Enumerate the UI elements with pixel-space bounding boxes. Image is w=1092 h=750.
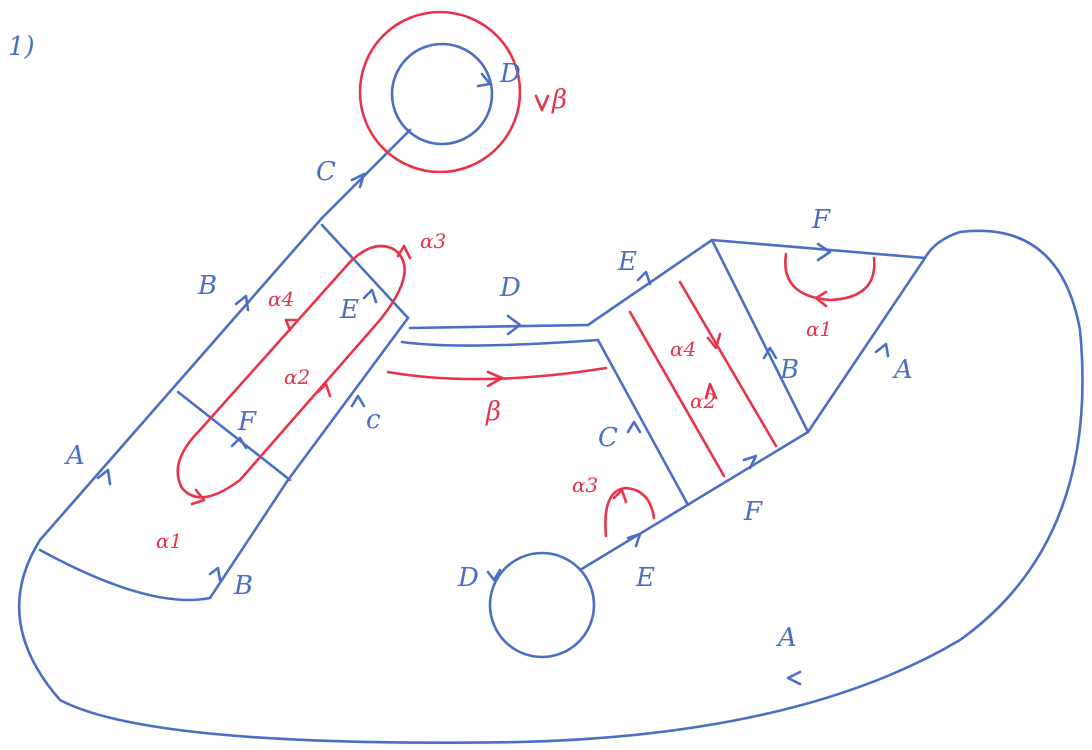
edge-f-bottom	[578, 430, 810, 572]
red-curves	[176, 10, 876, 538]
alpha3-arc-right	[604, 486, 656, 538]
cross-line-2	[176, 390, 292, 482]
arrow-e-upper	[362, 288, 378, 304]
label-f-upper: F	[237, 407, 257, 437]
edge-c-right	[596, 338, 690, 507]
edge-f-top	[710, 238, 927, 260]
label-b-left: B	[197, 271, 217, 301]
label-alpha3-right: α3	[572, 473, 598, 497]
cross-line-right	[710, 238, 810, 434]
arrow-a-bottom	[786, 670, 802, 686]
label-f-right-top: F	[811, 205, 831, 235]
label-e-upper: E	[339, 295, 359, 325]
alpha1-arc-right	[784, 252, 876, 302]
label-e-bottom: E	[635, 563, 655, 593]
label-alpha1-right: α1	[806, 317, 832, 341]
edge-left-outer	[38, 216, 324, 542]
alpha2-arrow-right	[704, 382, 718, 400]
label-alpha4-left: α4	[268, 287, 294, 311]
bottom-boundary-circle-d	[488, 551, 596, 659]
label-a-left: A	[64, 441, 85, 471]
alpha1-arrow-left	[190, 488, 206, 506]
edge-c-top	[320, 128, 412, 220]
label-beta-middle: β	[485, 397, 501, 427]
alpha-loop-left	[176, 244, 406, 499]
alpha2-arrow-left	[316, 382, 332, 398]
label-alpha2-left: α2	[284, 365, 310, 389]
blue-arrow-marks	[96, 72, 890, 686]
label-a-right: A	[892, 355, 913, 385]
label-alpha1-left: α1	[156, 529, 182, 553]
arrow-b-bottom	[208, 566, 222, 582]
arrow-c-right	[626, 420, 642, 434]
edge-d-middle-lower	[400, 338, 600, 347]
label-b-bottom: B	[233, 571, 253, 601]
red-labels: β β α1 α2 α3 α4 α1 α2 α3 α4	[156, 85, 832, 553]
label-alpha3-left: α3	[420, 229, 446, 253]
blue-labels: C D B A E F c B D E F B A C F E D A	[64, 59, 913, 653]
label-c-top: C	[316, 157, 336, 187]
arrow-b-left	[234, 294, 250, 312]
label-f-right-bottom: F	[743, 497, 763, 527]
arrow-d-top	[476, 72, 492, 88]
arrow-c-mid	[350, 394, 366, 408]
arrow-b-right	[762, 346, 778, 360]
arrow-a-right	[874, 342, 890, 358]
beta-middle	[386, 366, 608, 381]
label-d-middle: D	[499, 273, 521, 303]
alpha4-arrow-left	[284, 318, 298, 332]
arrow-d-bottom	[486, 568, 502, 582]
arrow-f-mid	[230, 436, 248, 450]
label-a-bottom: A	[776, 623, 797, 653]
arrow-d-middle	[506, 314, 522, 336]
label-e-right: E	[617, 247, 637, 277]
beta-arrow-middle	[486, 370, 504, 388]
label-d-bottom: D	[457, 563, 479, 593]
label-beta-top: β	[551, 85, 567, 115]
label-c-right: C	[598, 423, 618, 453]
problem-number: 1)	[8, 32, 35, 62]
beta-ring-top	[358, 10, 522, 174]
arrow-f-bottom	[742, 454, 758, 470]
label-c-mid: c	[366, 405, 381, 435]
arrow-a-left	[96, 468, 112, 486]
outer-loop-a	[17, 229, 1084, 744]
arrow-f-top	[816, 242, 832, 262]
edge-a-right	[806, 256, 927, 434]
top-boundary-circle-d	[390, 42, 494, 146]
label-alpha2-right: α2	[690, 389, 716, 413]
edge-left-inner	[38, 316, 410, 602]
alpha1-arrow-right	[814, 290, 828, 308]
label-b-right: B	[779, 355, 799, 385]
arrow-e-right	[636, 270, 652, 286]
alpha4-arrow-right	[706, 332, 722, 350]
label-d-top: D	[499, 59, 521, 89]
alpha2-line-right	[628, 310, 726, 478]
beta-arrow-top	[534, 94, 550, 112]
blue-surface-edges	[17, 42, 1084, 744]
edge-d-middle	[408, 323, 590, 330]
alpha3-arrow-left	[396, 244, 412, 260]
cross-line-1	[320, 223, 410, 320]
arrow-c-top	[350, 172, 366, 189]
alpha4-line-right	[678, 280, 778, 448]
label-alpha4-right: α4	[670, 337, 696, 361]
arrow-e-bottom	[626, 532, 642, 548]
alpha3-arrow-right	[612, 488, 628, 504]
